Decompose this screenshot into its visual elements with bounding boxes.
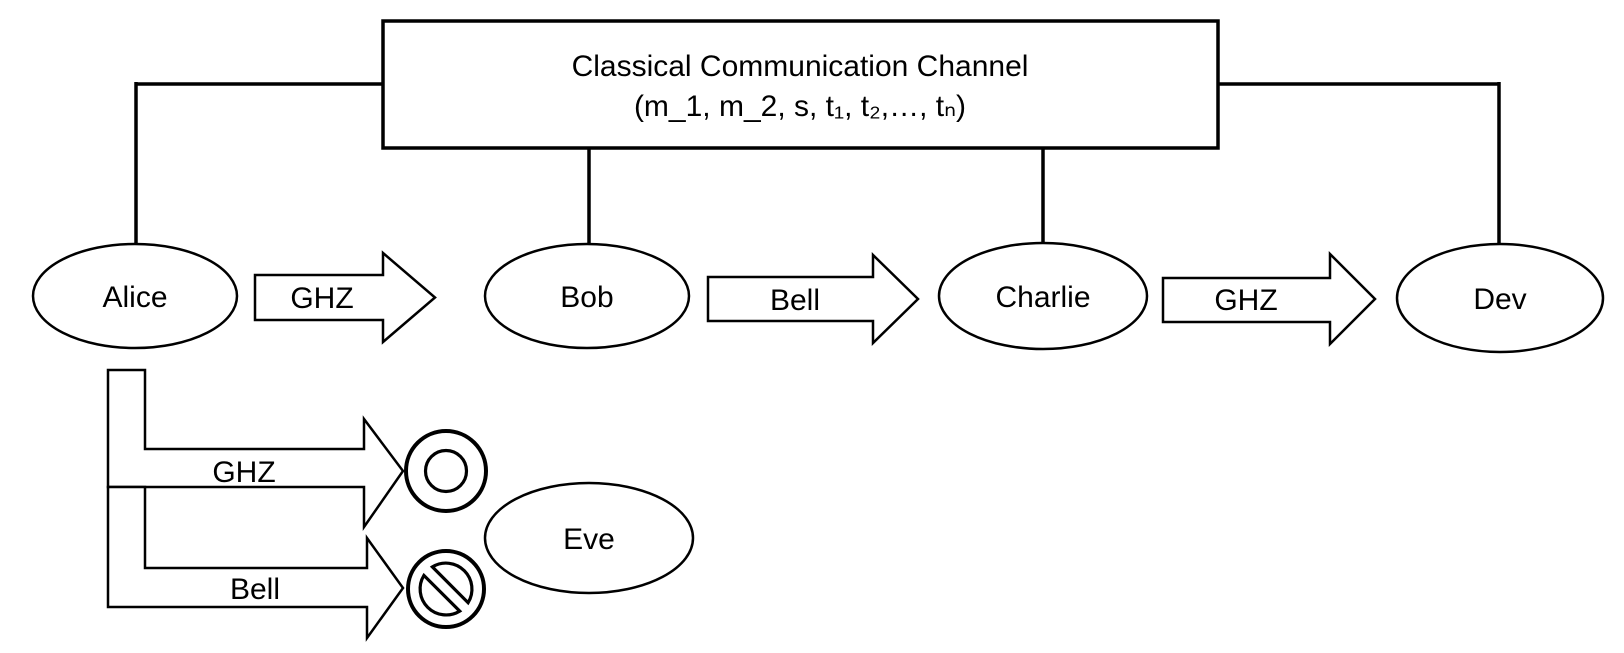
no-entry-upper-half [429, 561, 474, 606]
target-symbol-inner-circle [423, 448, 469, 494]
no-entry-lower-half [418, 572, 463, 617]
node-dev [1395, 242, 1605, 354]
arrow-alice-intercept-ghz [106, 368, 405, 531]
node-alice [31, 242, 239, 350]
arrow-alice-to-bob [253, 250, 437, 345]
arrow-charlie-to-dev [1161, 250, 1377, 348]
arrow-label-intercept-ghz: GHZ [212, 456, 275, 489]
channel-box-title: Classical Communication Channel [572, 50, 1029, 83]
node-bob-label: Bob [560, 281, 613, 314]
no-entry-symbol-icon [406, 549, 486, 629]
channel-box [381, 19, 1220, 150]
arrow-label-intercept-bell: Bell [230, 573, 280, 606]
target-symbol-icon [404, 429, 488, 513]
arrow-bob-to-charlie [706, 252, 920, 346]
node-alice-label: Alice [102, 281, 167, 314]
arrow-label-bob-charlie: Bell [770, 284, 820, 317]
node-eve-label: Eve [563, 523, 615, 556]
node-eve [483, 481, 695, 595]
node-bob [483, 242, 691, 350]
arrow-alice-intercept-bell [106, 485, 405, 642]
arrow-label-alice-bob: GHZ [290, 282, 353, 315]
node-charlie-label: Charlie [995, 281, 1090, 314]
arrow-label-charlie-dev: GHZ [1214, 284, 1277, 317]
node-dev-label: Dev [1473, 283, 1526, 316]
channel-box-params: (m_1, m_2, s, t₁, t₂,…, tₙ) [634, 90, 966, 123]
node-charlie [937, 241, 1149, 351]
